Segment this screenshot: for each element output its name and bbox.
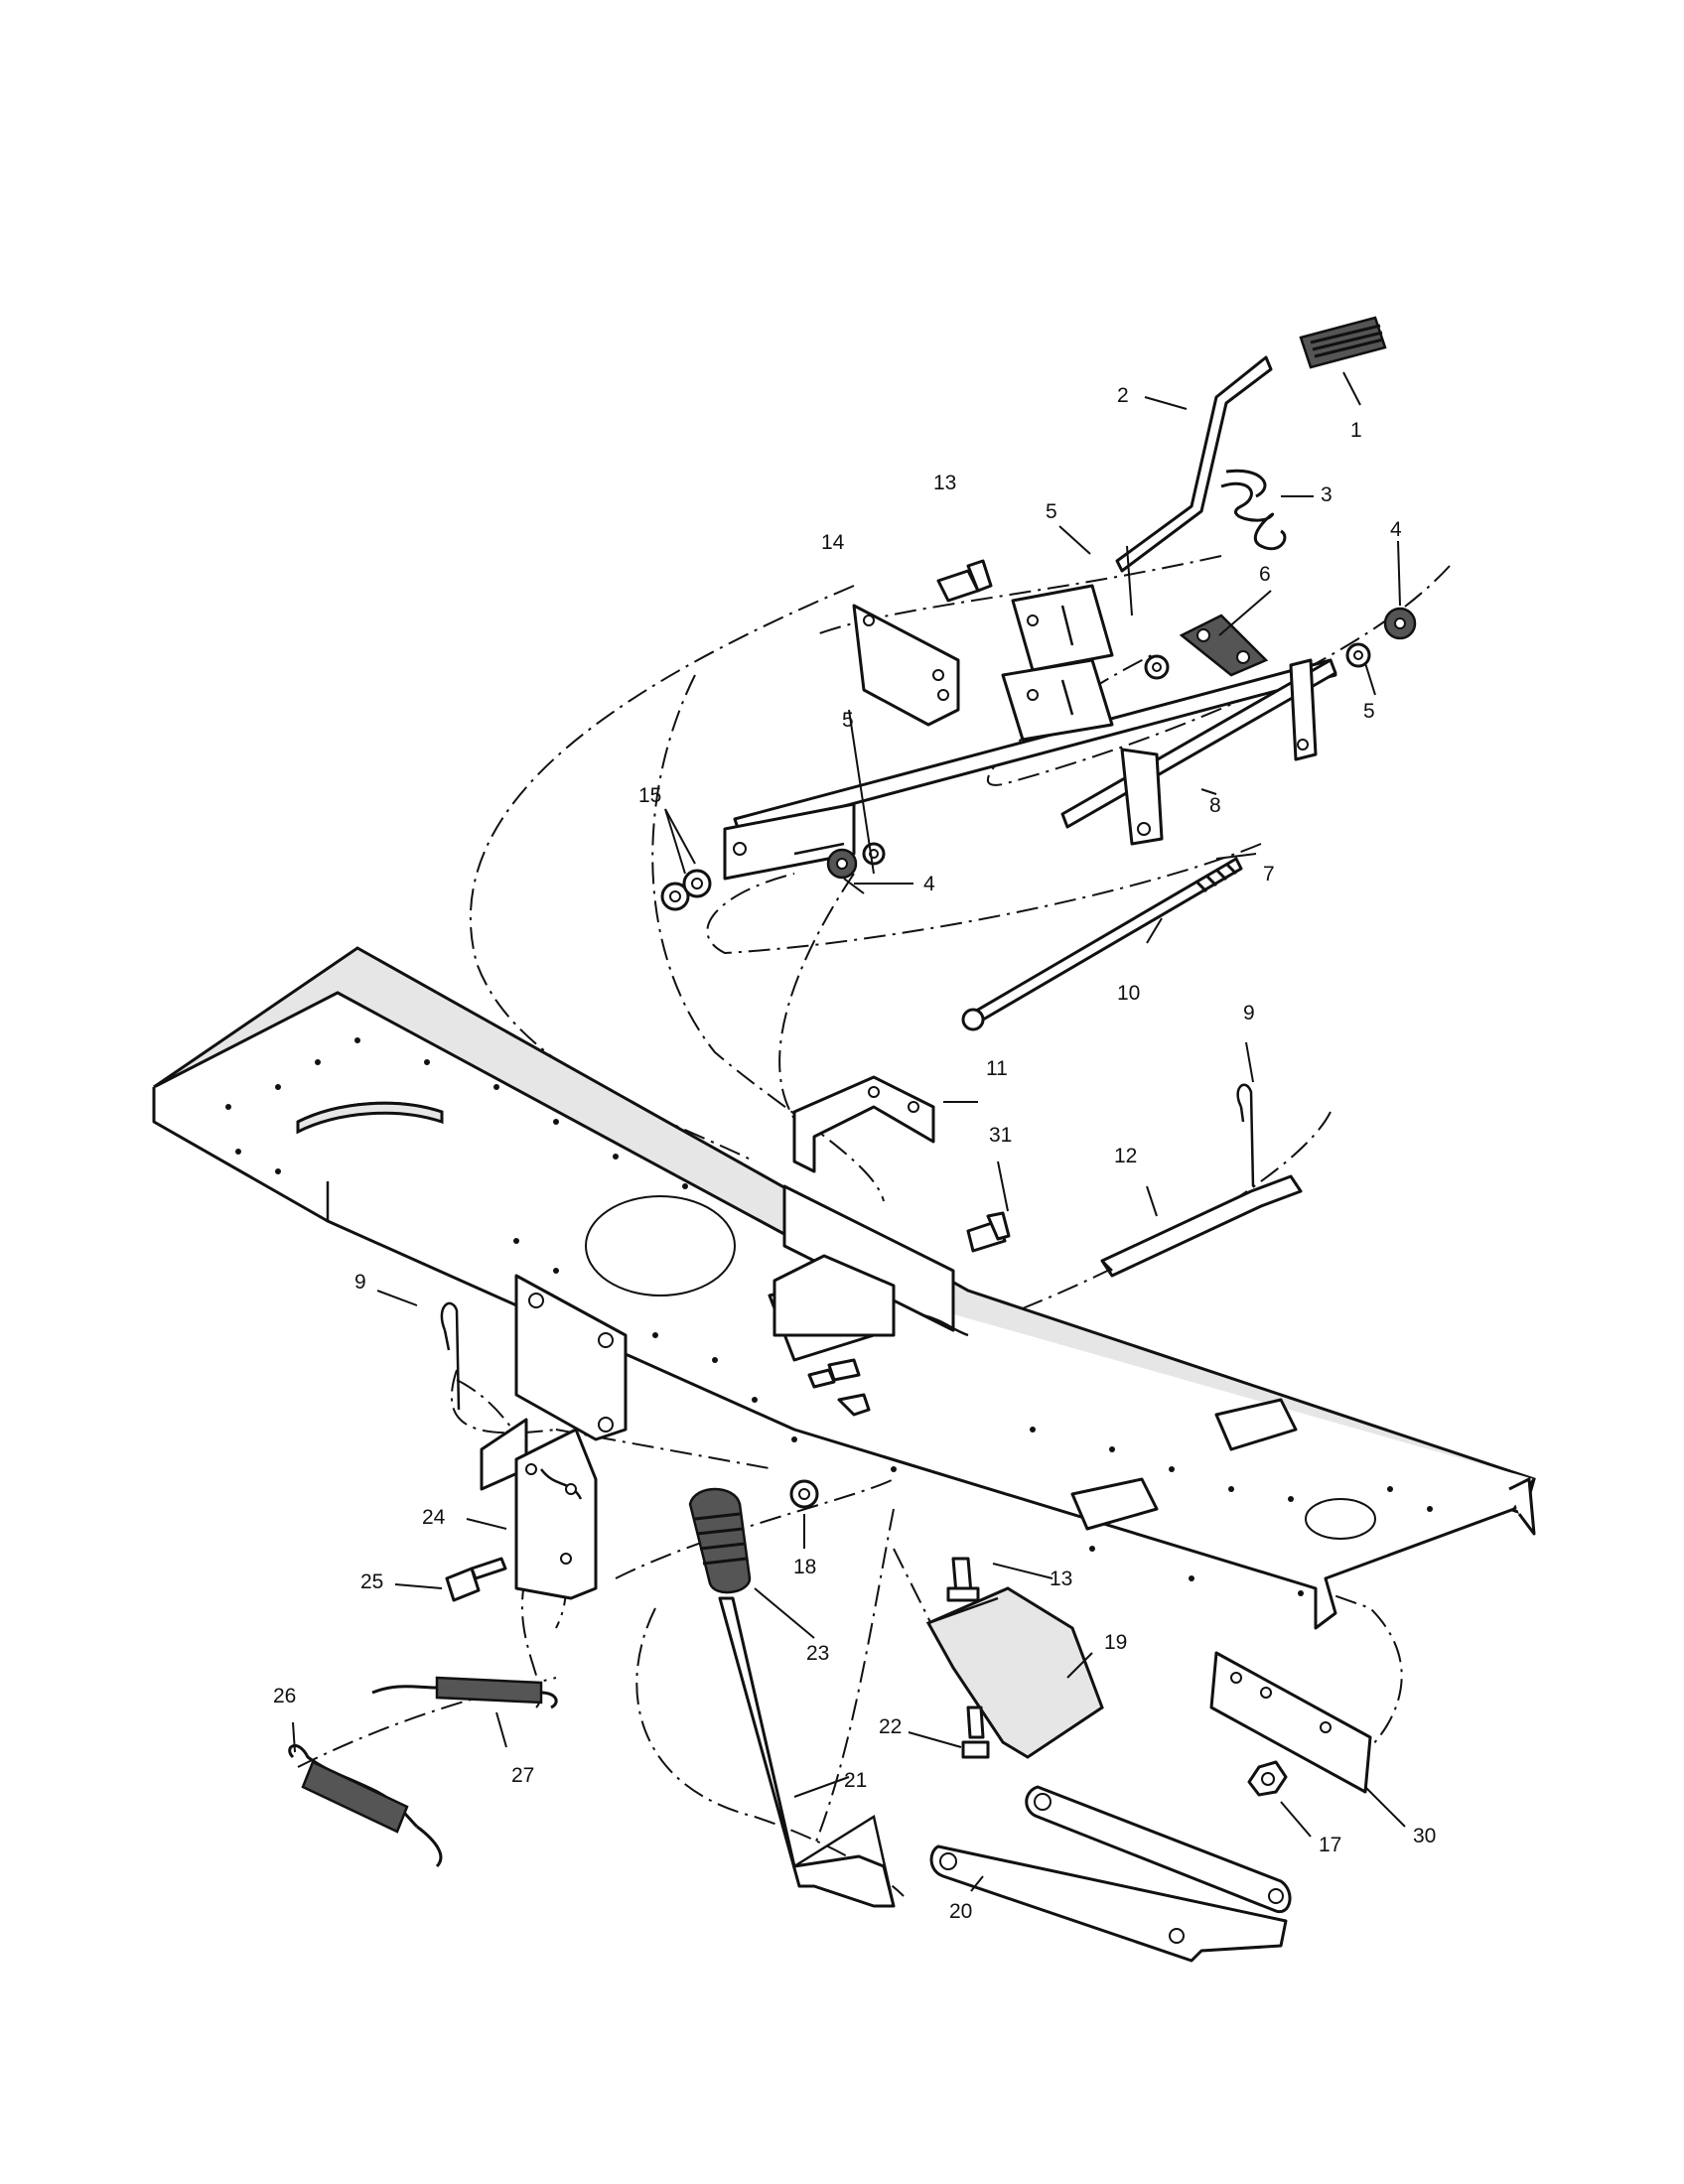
callout-22: 22 xyxy=(879,1715,902,1738)
callout-26: 26 xyxy=(273,1685,296,1707)
callout-13-upper: 13 xyxy=(933,472,956,494)
part-12-rod xyxy=(1100,1174,1303,1278)
bolt-13-lower xyxy=(946,1557,980,1602)
part-21-rod xyxy=(718,1596,896,1908)
bolt-22 xyxy=(961,1706,990,1759)
callout-31: 31 xyxy=(989,1124,1012,1147)
part-19-pedal xyxy=(925,1586,1104,1759)
callout-24: 24 xyxy=(422,1506,446,1529)
bolt-31 xyxy=(966,1211,1011,1253)
callout-13-lower: 13 xyxy=(1050,1568,1072,1590)
callout-21: 21 xyxy=(844,1769,867,1792)
pedal-shaft xyxy=(733,658,1337,846)
part-2-lever-rod xyxy=(1115,355,1273,573)
part-1-grip xyxy=(1299,316,1387,369)
callout-17: 17 xyxy=(1319,1834,1341,1856)
callout-30: 30 xyxy=(1413,1825,1436,1847)
part-17-nut xyxy=(1247,1760,1288,1797)
callout-5-left: 5 xyxy=(842,709,854,732)
frame-holes xyxy=(225,1037,1433,1596)
callout-12: 12 xyxy=(1114,1145,1137,1167)
callout-25: 25 xyxy=(360,1570,383,1593)
callout-18: 18 xyxy=(793,1556,816,1578)
part-3-spring xyxy=(1220,469,1287,551)
callout-4-lower: 4 xyxy=(923,873,935,895)
callout-8: 8 xyxy=(1209,794,1221,817)
center-bracket xyxy=(772,1184,969,1337)
callout-23: 23 xyxy=(806,1642,829,1665)
callout-27: 27 xyxy=(511,1764,534,1787)
part-23-grip xyxy=(688,1487,752,1594)
callout-10: 10 xyxy=(1117,982,1140,1005)
part-30-plate xyxy=(1209,1651,1372,1794)
bolt-13-upper xyxy=(936,559,993,603)
part-24-bracket xyxy=(480,1418,598,1600)
leader-lines xyxy=(292,371,1406,1892)
callout-11: 11 xyxy=(986,1057,1008,1080)
pedal-lever-left xyxy=(723,802,856,881)
part-9-pin-upper xyxy=(1236,1083,1255,1187)
side-plate-left xyxy=(514,1274,628,1441)
part-9-pin-lower xyxy=(440,1301,461,1411)
callout-9-upper: 9 xyxy=(1243,1002,1255,1024)
pedal-lever-center xyxy=(1001,584,1114,742)
part-11-bracket xyxy=(792,1075,935,1173)
callout-1: 1 xyxy=(1350,419,1362,442)
callout-6: 6 xyxy=(1259,563,1271,586)
part-6-coupler xyxy=(1179,614,1269,677)
callout-2: 2 xyxy=(1117,384,1129,407)
callout-5-upper: 5 xyxy=(1046,500,1057,523)
bolt-25 xyxy=(445,1557,507,1602)
callouts: 1 2 3 4 4 5 5 5 6 7 8 9 9 10 11 12 13 13… xyxy=(273,384,1436,1923)
callout-9-lower: 9 xyxy=(354,1271,366,1294)
callout-14: 14 xyxy=(821,531,845,554)
part-10-rod xyxy=(961,857,1243,1031)
part-14-plate xyxy=(852,604,960,727)
callout-3: 3 xyxy=(1321,483,1333,506)
washers xyxy=(660,607,1417,911)
part-27-spring xyxy=(371,1676,558,1709)
callout-15: 15 xyxy=(638,784,661,807)
callout-5-right: 5 xyxy=(1363,700,1375,723)
part-18-nut xyxy=(789,1479,819,1509)
part-26-spring xyxy=(288,1744,443,1868)
callout-4-upper: 4 xyxy=(1390,518,1402,541)
part-20-links xyxy=(929,1785,1292,1963)
callout-20: 20 xyxy=(949,1900,972,1923)
callout-19: 19 xyxy=(1104,1631,1127,1654)
callout-7: 7 xyxy=(1263,863,1275,886)
